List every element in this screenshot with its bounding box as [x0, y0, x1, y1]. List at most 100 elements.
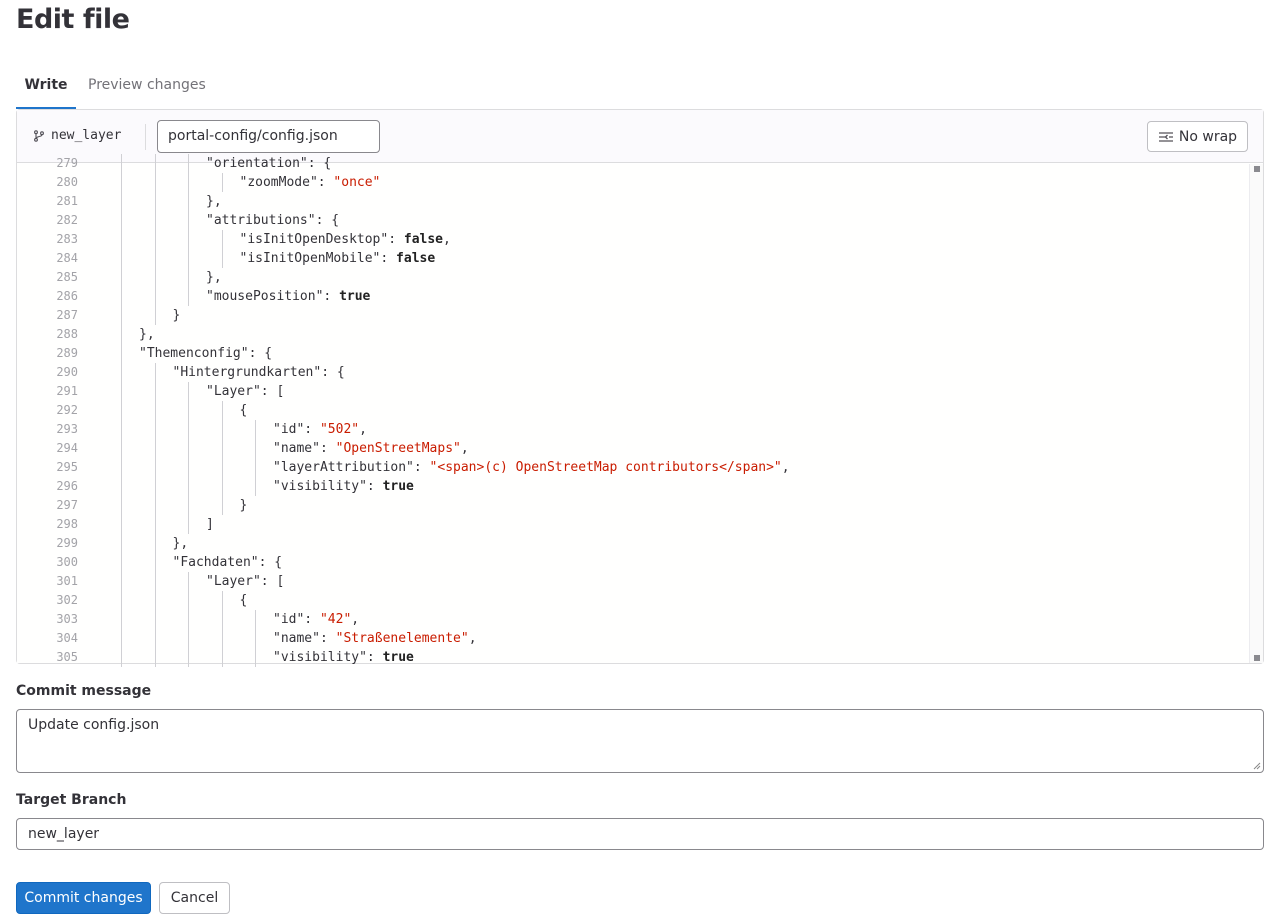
code-token: , — [460, 441, 469, 456]
code-token: "isInitOpenDesktop": — [239, 232, 404, 247]
indent-guide — [121, 648, 122, 667]
code-line: 301"Layer": [ — [17, 572, 1247, 591]
code-editor[interactable]: 279"orientation": {280"zoomMode": "once"… — [17, 154, 1263, 667]
indent-guide — [154, 591, 156, 610]
indent-guide — [188, 439, 189, 458]
code-token: "Layer": [ — [206, 384, 285, 399]
code-text: }, — [139, 325, 155, 344]
indent-guide — [154, 230, 156, 249]
code-text: }, — [206, 192, 222, 211]
line-number: 279 — [56, 156, 78, 170]
line-number: 299 — [56, 536, 78, 550]
code-line: 288}, — [17, 325, 1247, 344]
indent-guide — [255, 458, 256, 477]
code-text: "id": "502", — [273, 420, 367, 439]
code-line: 299}, — [17, 534, 1247, 553]
line-number: 287 — [56, 308, 78, 322]
line-number: 300 — [56, 555, 78, 569]
line-number: 293 — [56, 422, 78, 436]
code-token: "Layer": [ — [206, 574, 285, 589]
indent-guide — [121, 249, 122, 268]
indent-guide — [121, 420, 122, 439]
indent-guide — [221, 648, 223, 667]
code-text: } — [173, 306, 181, 325]
indent-guide — [255, 648, 256, 667]
code-token: }, — [172, 536, 189, 551]
line-number: 295 — [56, 460, 78, 474]
target-branch-input[interactable]: new_layer — [16, 818, 1264, 850]
no-wrap-label: No wrap — [1178, 128, 1238, 145]
code-token: false — [396, 251, 436, 266]
indent-guide — [154, 496, 156, 515]
code-line: 284"isInitOpenMobile": false — [17, 249, 1247, 268]
indent-guide — [154, 363, 156, 382]
indent-guide — [121, 534, 122, 553]
indent-guide — [188, 268, 189, 287]
code-line: 292{ — [17, 401, 1247, 420]
commit-changes-button[interactable]: Commit changes — [16, 882, 151, 914]
line-number: 289 — [56, 346, 78, 360]
indent-guide — [154, 439, 156, 458]
code-token: "name": — [273, 441, 336, 456]
indent-guide — [154, 154, 156, 173]
indent-guide — [255, 420, 256, 439]
indent-guide — [221, 401, 223, 420]
code-token: "mousePosition": — [206, 289, 340, 304]
indent-guide — [121, 401, 122, 420]
code-line: 304"name": "Straßenelemente", — [17, 629, 1247, 648]
code-token: "Hintergrundkarten": { — [172, 365, 345, 380]
page-title: Edit file — [16, 4, 130, 35]
line-number: 302 — [56, 593, 78, 607]
indent-guide — [188, 591, 189, 610]
indent-guide — [154, 211, 156, 230]
line-number: 297 — [56, 498, 78, 512]
tab-write[interactable]: Write — [16, 77, 76, 109]
code-token: "layerAttribution": — [273, 460, 430, 475]
commit-message-value: Update config.json — [28, 717, 160, 733]
code-text: "Hintergrundkarten": { — [173, 363, 345, 382]
line-number: 281 — [56, 194, 78, 208]
indent-guide — [154, 629, 156, 648]
indent-guide — [188, 249, 189, 268]
code-line: 280"zoomMode": "once" — [17, 173, 1247, 192]
code-token: "id": — [273, 422, 320, 437]
indent-guide — [154, 173, 156, 192]
code-text: "id": "42", — [273, 610, 359, 629]
indent-guide — [221, 496, 223, 515]
indent-guide — [121, 268, 122, 287]
code-token: false — [403, 232, 444, 247]
commit-message-textarea[interactable]: Update config.json — [16, 709, 1264, 773]
code-token: , — [359, 422, 367, 437]
code-text: ] — [206, 515, 214, 534]
code-token: , — [443, 232, 451, 247]
code-text: "isInitOpenDesktop": false, — [240, 230, 451, 249]
no-wrap-button[interactable]: No wrap — [1147, 121, 1248, 152]
indent-guide — [121, 458, 122, 477]
code-text: "Layer": [ — [206, 572, 284, 591]
code-token: }, — [139, 327, 155, 342]
code-line: 298] — [17, 515, 1247, 534]
resize-handle-icon[interactable] — [1253, 762, 1261, 770]
tab-preview-changes[interactable]: Preview changes — [88, 77, 206, 93]
indent-guide — [221, 458, 223, 477]
code-token: "502" — [319, 422, 360, 437]
file-editor: new_layer portal-config/config.json No w… — [16, 109, 1264, 667]
indent-guide — [154, 420, 156, 439]
code-line: 283"isInitOpenDesktop": false, — [17, 230, 1247, 249]
line-number: 294 — [56, 441, 78, 455]
file-path-input[interactable]: portal-config/config.json — [157, 120, 380, 153]
indent-guide — [121, 173, 122, 192]
indent-guide — [188, 629, 189, 648]
code-line: 295"layerAttribution": "<span>(c) OpenSt… — [17, 458, 1247, 477]
code-token: "attributions": { — [206, 213, 340, 228]
code-line: 294"name": "OpenStreetMaps", — [17, 439, 1247, 458]
indent-guide — [221, 173, 223, 192]
indent-guide — [221, 629, 223, 648]
editor-scrollbar[interactable] — [1249, 164, 1263, 663]
cancel-button[interactable]: Cancel — [159, 882, 230, 914]
line-number: 303 — [56, 612, 78, 626]
indent-guide — [154, 515, 156, 534]
indent-guide — [154, 401, 156, 420]
editor-tabs: Write Preview changes — [16, 62, 1264, 109]
indent-guide — [154, 553, 156, 572]
